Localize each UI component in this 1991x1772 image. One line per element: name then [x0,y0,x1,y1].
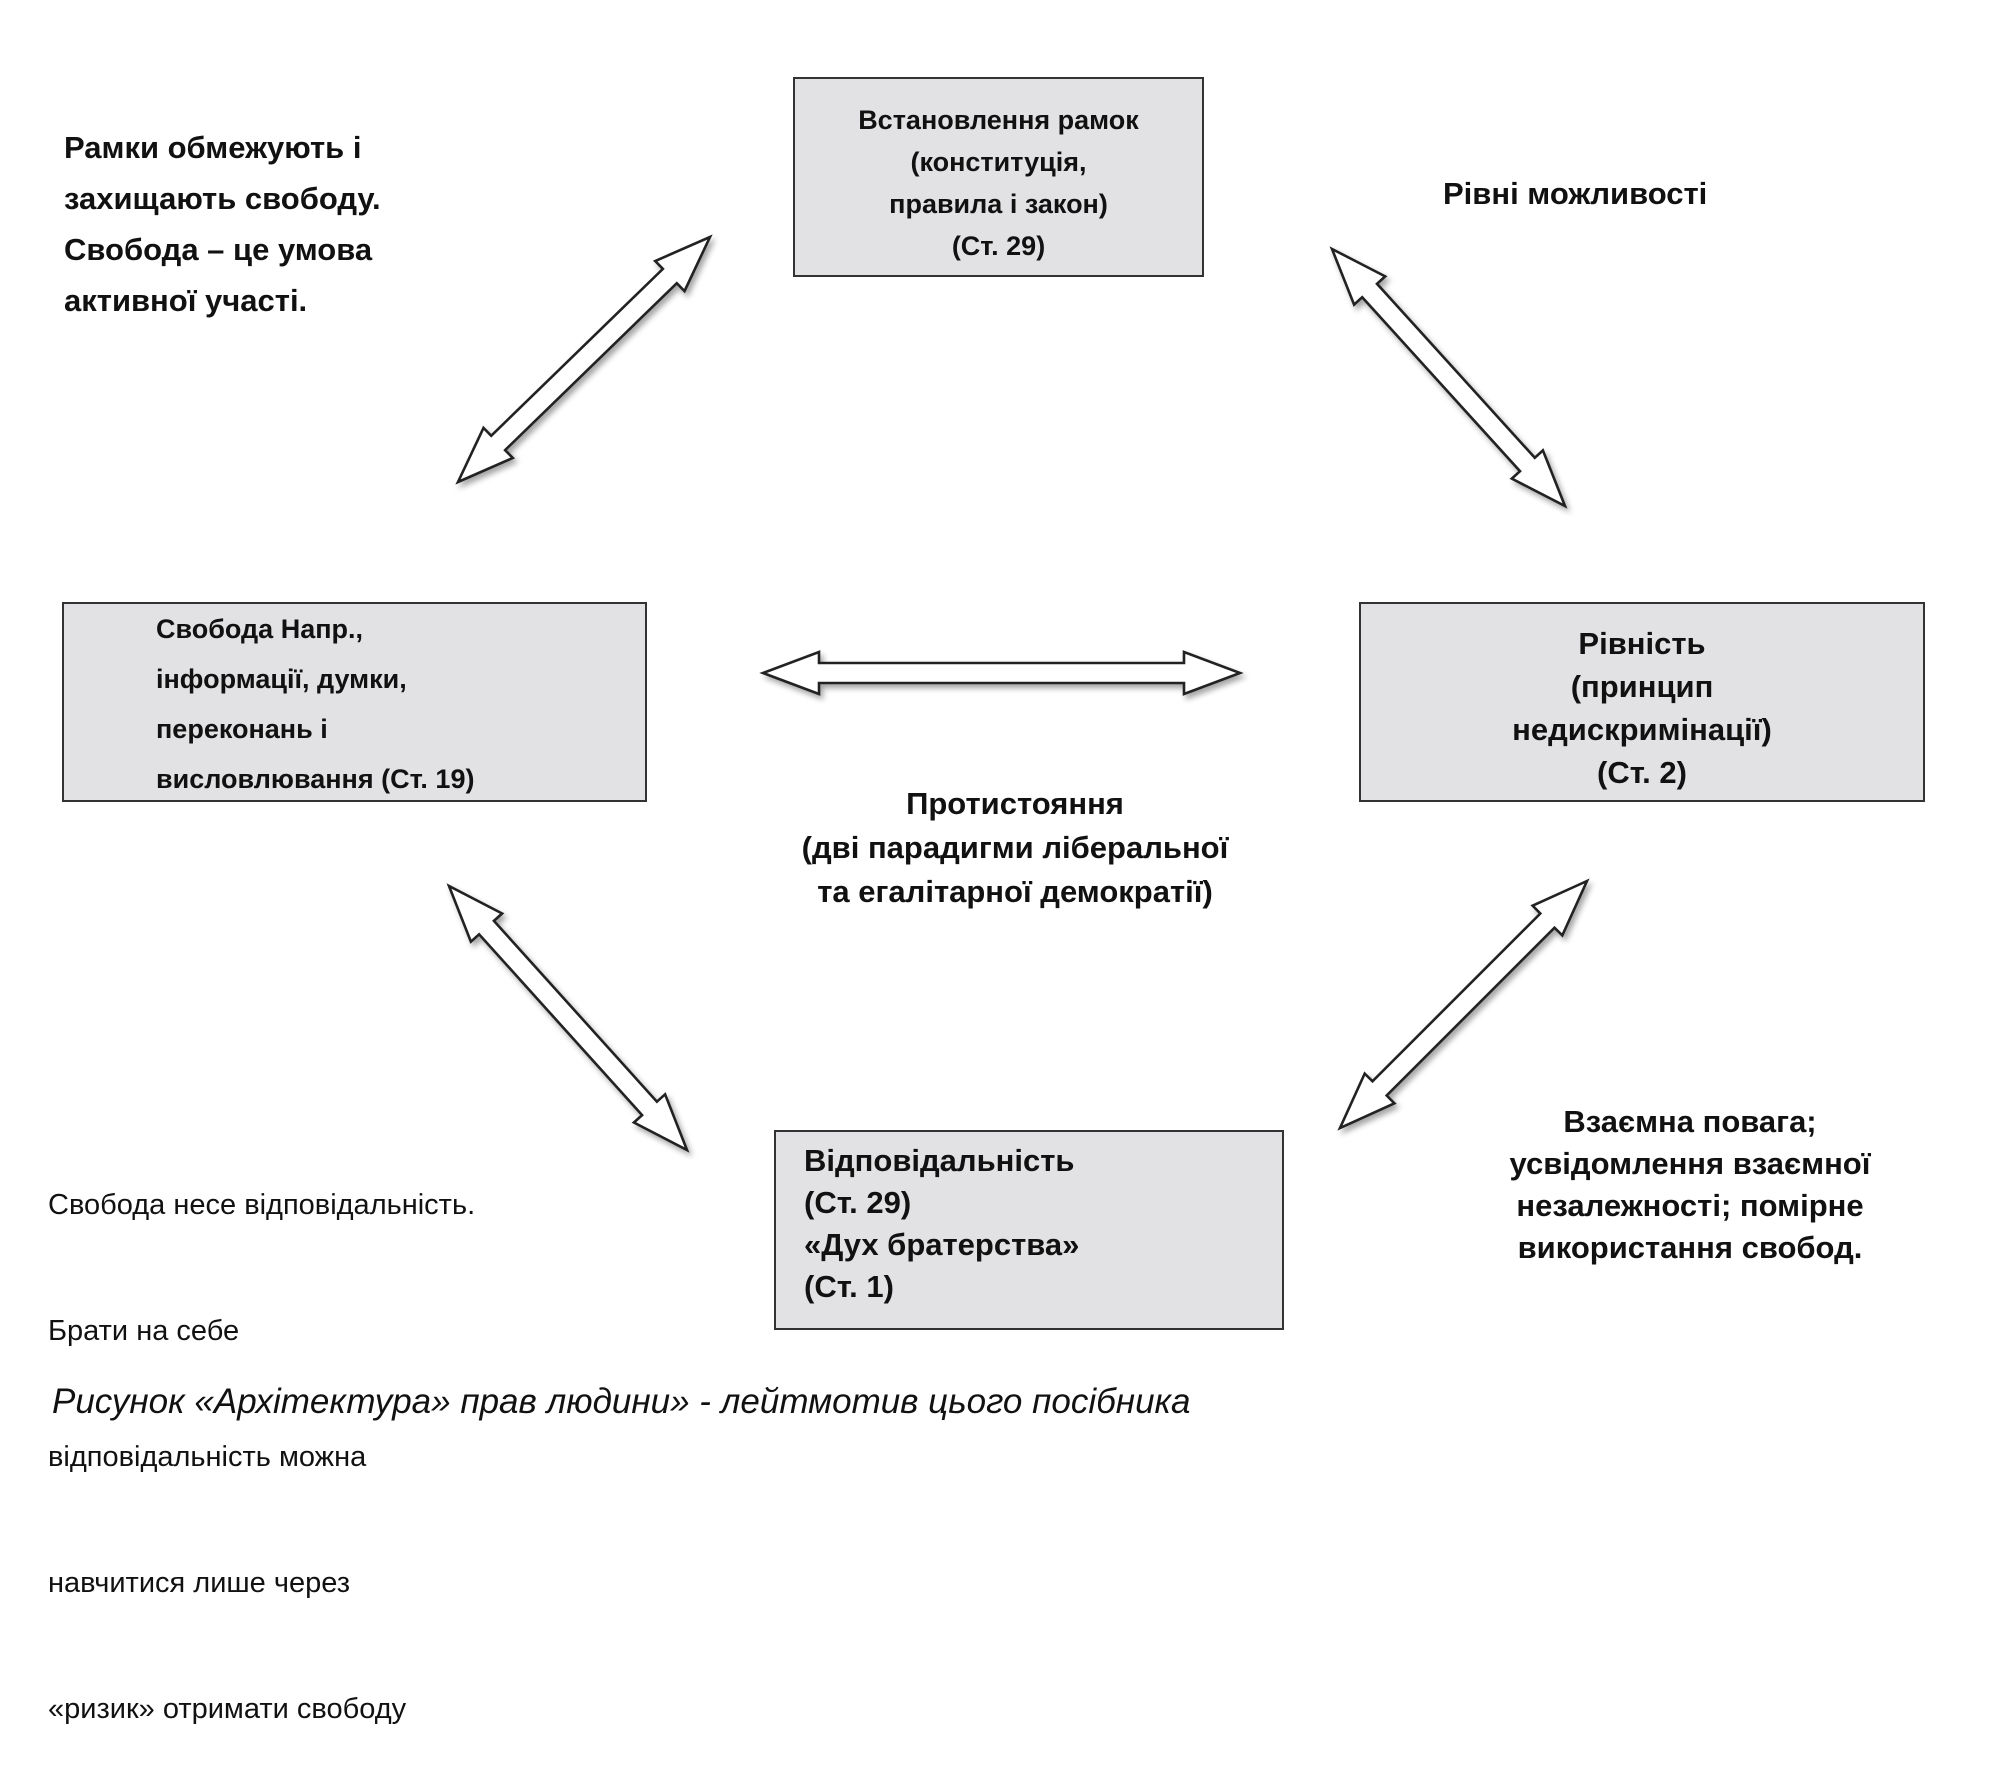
note-bottom-left-line-4: навчитися лише через [48,1567,351,1599]
note-center-line-2: (дві парадигми ліберальної [801,830,1229,865]
note-bottom-left-line-1: Свобода несе відповідальність. [48,1189,476,1221]
framework-box-text: Встановлення рамок (конституція, правила… [795,99,1202,267]
note-bottom-right-line-3: незалежності; помірне [1516,1188,1864,1223]
note-center: Протистояння (дві парадигми ліберальної … [715,782,1315,914]
responsibility-box: Відповідальність (Ст. 29) «Дух братерств… [774,1130,1284,1330]
responsibility-line-1: Відповідальність [804,1143,1075,1178]
equality-line-1: Рівність [1578,626,1706,661]
freedom-line-1: Свобода Напр., [156,614,364,644]
responsibility-box-text: Відповідальність (Ст. 29) «Дух братерств… [804,1140,1079,1308]
note-top-right-line-1: Рівні можливості [1443,176,1708,211]
equality-box-text: Рівність (принцип недискримінації) (Ст. … [1361,622,1923,794]
equality-line-3: недискримінації) [1512,712,1772,747]
responsibility-line-3: «Дух братерства» [804,1227,1080,1262]
freedom-line-4: висловлювання (Ст. 19) [156,764,475,794]
note-top-left-line-4: активної участі. [64,283,308,318]
note-center-line-1: Протистояння [906,786,1124,821]
note-bottom-right: Взаємна повага; усвідомлення взаємної не… [1440,1101,1940,1269]
note-top-left-line-3: Свобода – це умова [64,232,373,267]
note-center-line-3: та егалітарної демократії) [817,874,1213,909]
note-top-right: Рівні можливості [1443,174,1707,214]
arrow-freedom-equality [759,650,1244,696]
arrows-layer [446,234,1590,1153]
framework-line-3: правила і закон) [889,189,1108,219]
note-bottom-right-line-4: використання свобод. [1517,1230,1863,1265]
equality-line-4: (Ст. 2) [1597,755,1687,790]
freedom-line-3: переконань і [156,714,328,744]
arrow-freedom-responsibility [446,883,690,1153]
framework-line-1: Встановлення рамок [858,105,1139,135]
freedom-box-text: Свобода Напр., інформації, думки, переко… [156,604,474,804]
equality-box: Рівність (принцип недискримінації) (Ст. … [1359,602,1925,802]
framework-box: Встановлення рамок (конституція, правила… [793,77,1204,277]
note-bottom-left-line-5: «ризик» отримати свободу [48,1693,407,1725]
responsibility-line-4: (Ст. 1) [804,1269,894,1304]
freedom-line-2: інформації, думки, [156,664,407,694]
arrow-equality-responsibility [1337,878,1590,1131]
note-bottom-right-line-1: Взаємна повага; [1563,1104,1817,1139]
responsibility-line-2: (Ст. 29) [804,1185,912,1220]
framework-line-2: (конституція, [910,147,1087,177]
note-bottom-right-line-2: усвідомлення взаємної [1509,1146,1871,1181]
note-top-left-line-2: захищають свободу. [64,181,381,216]
figure-caption: Рисунок «Архітектура» прав людини» - лей… [52,1382,1191,1421]
note-top-left: Рамки обмежують і захищають свободу. Сво… [64,122,381,326]
note-top-left-line-1: Рамки обмежують і [64,130,362,165]
arrow-freedom-framework [455,234,713,485]
note-bottom-left-line-2: Брати на себе [48,1315,240,1347]
equality-line-2: (принцип [1570,669,1714,704]
freedom-box: Свобода Напр., інформації, думки, переко… [62,602,647,802]
framework-line-4: (Ст. 29) [951,231,1046,261]
note-bottom-left-line-3: відповідальність можна [48,1441,367,1473]
arrow-framework-equality [1329,246,1568,509]
